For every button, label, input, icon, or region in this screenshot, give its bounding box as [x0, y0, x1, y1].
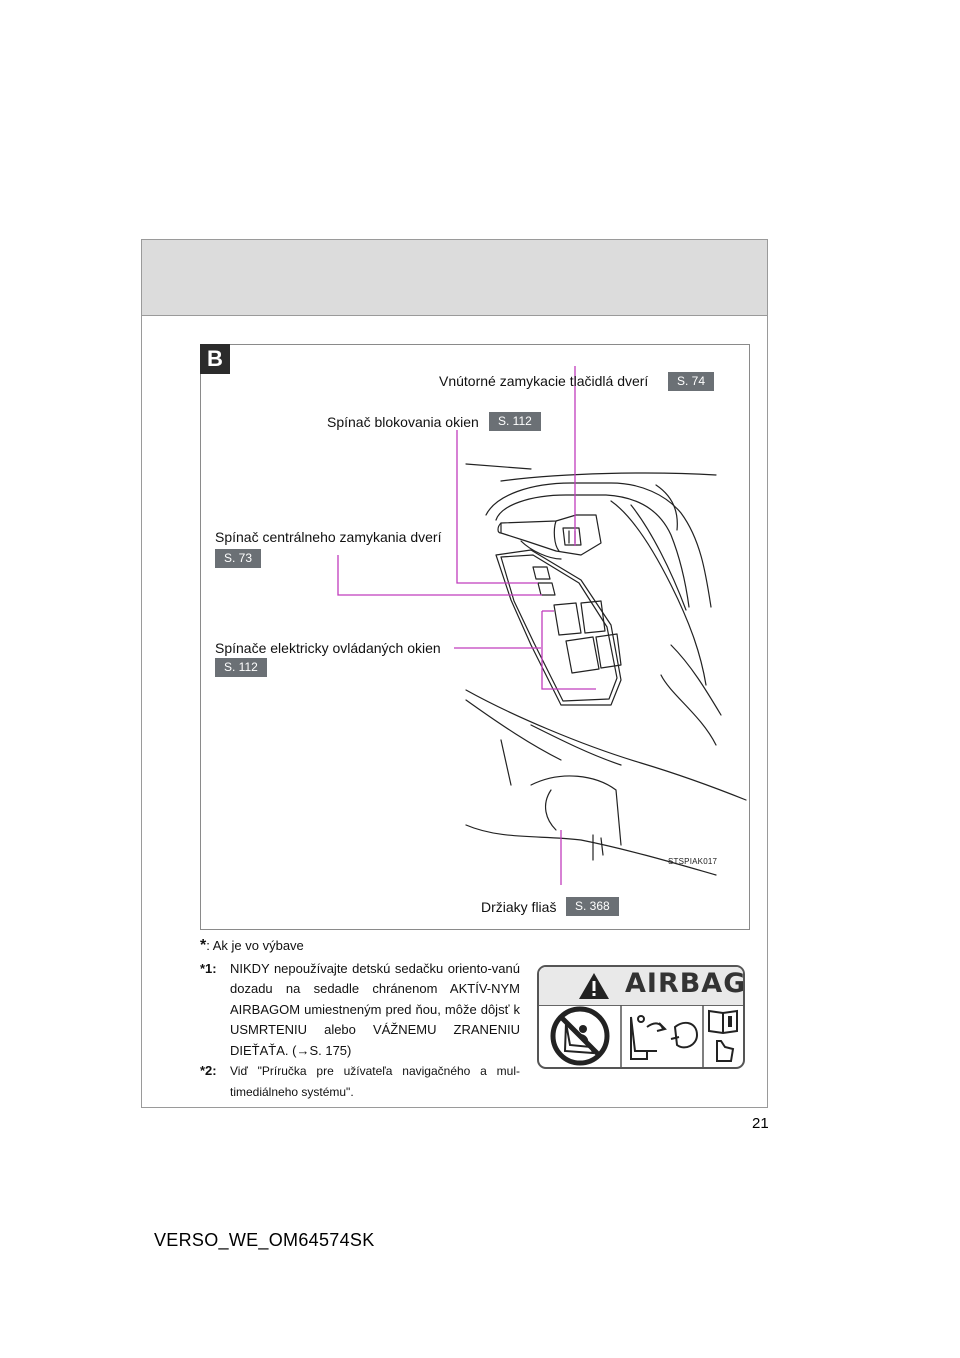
- airbag-deploy-icon: [630, 1015, 699, 1060]
- footnote-mark: *1:: [200, 960, 217, 976]
- callout-label-bottle-holders: Držiaky fliaš: [481, 899, 557, 915]
- footnote-mark: *2:: [200, 1063, 217, 1078]
- header-band: [142, 240, 767, 316]
- page-frame: [141, 239, 768, 1108]
- image-code: STSPIAK017: [668, 857, 718, 866]
- footnote-text: NIKDY nepoužívajte detskú sedačku orient…: [230, 960, 520, 1058]
- airbag-label-header: AIRBAG: [539, 967, 743, 1006]
- footnote-optional: *: Ak je vo výbave: [200, 936, 520, 957]
- callout-ref-interior-lock[interactable]: S. 74: [668, 372, 715, 391]
- door-panel-drawing: [337, 366, 747, 885]
- warning-triangle-icon: [579, 973, 609, 999]
- footnote-text: Viď "Príručka pre užívateľa navigačného …: [230, 1064, 520, 1099]
- figure-b: B: [200, 344, 750, 930]
- callout-ref-bottle-holders[interactable]: S. 368: [566, 897, 619, 916]
- footnote-1: *1: NIKDY nepoužívajte detskú sedačku or…: [200, 959, 520, 1062]
- footnotes: *: Ak je vo výbave *1: NIKDY nepoužívajt…: [200, 936, 520, 1102]
- read-manual-icon: [708, 1009, 738, 1062]
- footnote-text: : Ak je vo výbave: [206, 938, 304, 953]
- document-id: VERSO_WE_OM64574SK: [154, 1230, 375, 1250]
- page-number: 21: [752, 1115, 769, 1132]
- callout-label-central-lock: Spínač centrálneho zamykania dverí: [215, 529, 442, 545]
- footnote-mark: *: [200, 937, 207, 954]
- airbag-label-title: AIRBAG: [625, 968, 745, 999]
- callout-ref-window-lock[interactable]: S. 112: [489, 412, 541, 431]
- callout-ref-power-windows[interactable]: S. 112: [215, 658, 267, 677]
- footnote-2: *2: Viď "Príručka pre užívateľa navigačn…: [200, 1061, 520, 1102]
- callout-label-interior-lock: Vnútorné zamykacie tlačidlá dverí: [439, 373, 649, 389]
- figure-letter: B: [200, 344, 230, 374]
- callout-label-power-windows: Spínače elektricky ovládaných okien: [215, 640, 441, 656]
- callout-ref-central-lock[interactable]: S. 73: [215, 549, 262, 568]
- no-rear-facing-child-seat-icon: [550, 1006, 610, 1066]
- airbag-warning-label: AIRBAG: [537, 965, 745, 1069]
- callout-label-window-lock: Spínač blokovania okien: [327, 414, 479, 430]
- airbag-label-icons: [550, 1005, 738, 1067]
